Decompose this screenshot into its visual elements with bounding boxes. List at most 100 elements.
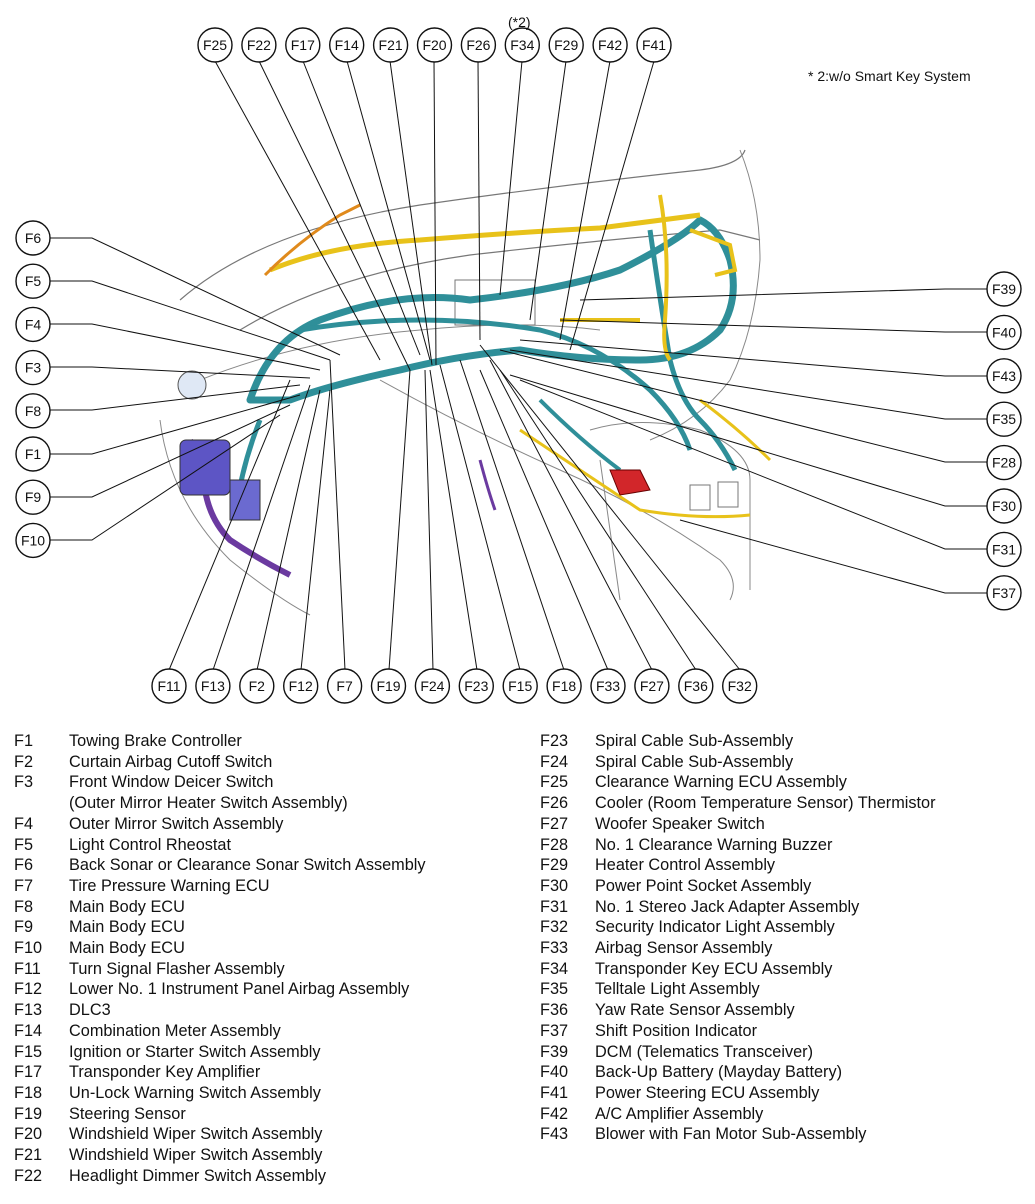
legend-name: Front Window Deicer Switch [69, 773, 274, 792]
callout-f13: F13 [195, 668, 231, 704]
callout-f12: F12 [283, 668, 319, 704]
callout-label: F25 [203, 37, 227, 53]
legend-name: Transponder Key Amplifier [69, 1063, 261, 1082]
callout-label: F15 [508, 678, 532, 694]
callout-f18: F18 [546, 668, 582, 704]
callout-f17: F17 [285, 27, 321, 63]
legend-code: F43 [540, 1125, 569, 1144]
legend-code: F14 [14, 1021, 43, 1040]
legend-name: Combination Meter Assembly [69, 1021, 281, 1040]
legend-code: F5 [14, 835, 34, 854]
smart-key-mark: (*2) [508, 14, 531, 30]
legend-name: Transponder Key ECU Assembly [595, 959, 833, 978]
callout-label: F36 [684, 678, 708, 694]
callout-f8: F8 [15, 393, 51, 429]
callout-label: F41 [642, 37, 666, 53]
legend-code: F24 [540, 752, 569, 771]
callout-f27: F27 [634, 668, 670, 704]
legend-code: F23 [540, 732, 569, 750]
callout-label: F3 [25, 360, 42, 376]
callout-f25: F25 [197, 27, 233, 63]
callout-label: F28 [992, 455, 1016, 471]
callout-f41: F41 [636, 27, 672, 63]
callout-f24: F24 [414, 668, 451, 704]
legend-row: F24 Spiral Cable Sub-Assembly [540, 752, 936, 773]
callout-label: F18 [552, 678, 576, 694]
callout-label: F40 [992, 324, 1016, 340]
legend-code: F21 [14, 1146, 43, 1165]
legend-name: A/C Amplifier Assembly [595, 1104, 764, 1123]
callout-label: F39 [992, 281, 1016, 297]
callout-f29: F29 [548, 27, 584, 63]
callout-f33: F33 [590, 668, 626, 704]
callout-label: F24 [420, 678, 444, 694]
legend-code: F12 [14, 980, 43, 999]
legend-name: Main Body ECU [69, 939, 185, 958]
legend-code: F31 [540, 897, 569, 916]
legend-row: F14 Combination Meter Assembly [14, 1021, 426, 1042]
footnote: * 2:w/o Smart Key System [808, 68, 971, 84]
legend-name: Airbag Sensor Assembly [595, 939, 773, 958]
callout-label: F12 [289, 678, 313, 694]
legend-name: Back Sonar or Clearance Sonar Switch Ass… [69, 856, 426, 875]
callout-label: F42 [598, 37, 622, 53]
legend-name: (Outer Mirror Heater Switch Assembly) [69, 794, 348, 813]
legend-code: F29 [540, 856, 569, 875]
callout-label: F17 [291, 37, 315, 53]
callout-label: F20 [422, 37, 446, 53]
legend-row: F34 Transponder Key ECU Assembly [540, 959, 936, 980]
legend-code: F33 [540, 939, 569, 958]
callout-label: F30 [992, 498, 1016, 514]
callout-f6: F6 [15, 220, 51, 256]
legend-name: Yaw Rate Sensor Assembly [595, 1001, 795, 1020]
callout-f42: F42 [592, 27, 628, 63]
callout-label: F22 [247, 37, 271, 53]
legend-name: Turn Signal Flasher Assembly [69, 959, 285, 978]
callout-label: F37 [992, 585, 1016, 601]
legend-name: Curtain Airbag Cutoff Switch [69, 752, 273, 771]
legend-code: F4 [14, 814, 34, 833]
legend-code: F18 [14, 1083, 43, 1102]
legend-code: F9 [14, 918, 34, 937]
legend-code: F34 [540, 959, 569, 978]
legend-name: Windshield Wiper Switch Assembly [69, 1146, 323, 1165]
legend-name: DLC3 [69, 1001, 111, 1020]
legend-name: Headlight Dimmer Switch Assembly [69, 1166, 326, 1185]
callout-label: F10 [21, 532, 45, 548]
legend-code: F7 [14, 876, 34, 895]
callout-f10: F10 [15, 522, 51, 559]
legend-code: F40 [540, 1063, 569, 1082]
legend-name: Towing Brake Controller [69, 732, 242, 750]
callout-f14: F14 [329, 27, 365, 63]
legend-code: F25 [540, 773, 569, 792]
callout-f15: F15 [502, 668, 538, 704]
callout-label: F32 [728, 678, 752, 694]
callout-f20: F20 [416, 27, 453, 63]
legend-name: Spiral Cable Sub-Assembly [595, 752, 794, 771]
legend-code: F3 [14, 773, 34, 792]
callout-label: F7 [336, 678, 353, 694]
callout-f36: F36 [678, 668, 714, 704]
callout-f3: F3 [15, 349, 51, 386]
leader-lines [49, 60, 988, 671]
legend-name: Main Body ECU [69, 897, 185, 916]
callout-f34: F34 [504, 27, 540, 63]
callout-label: F5 [25, 273, 42, 289]
